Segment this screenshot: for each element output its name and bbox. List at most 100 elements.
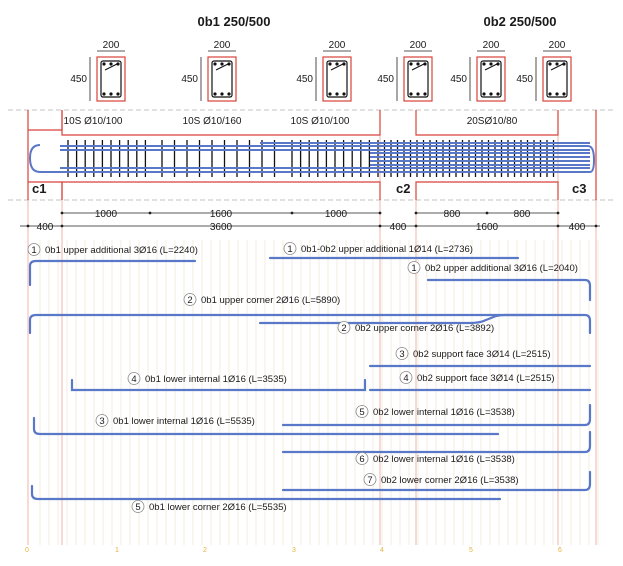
bar-shape-2b: [258, 313, 592, 335]
bar-number-circle: [183, 293, 197, 306]
bar-label-4: 2 0b1 upper corner 2Ø16 (L=5890): [183, 293, 340, 306]
bar-number: 6: [359, 454, 364, 465]
dimension-ticks: [26, 211, 598, 228]
section-outline: [476, 56, 506, 102]
section-bar-dot: [489, 92, 493, 96]
grid-number-3: 3: [292, 547, 296, 554]
bar-shape-5a: [281, 403, 592, 427]
stirrup-label-4: 20SØ10/80: [467, 116, 518, 127]
section-hook: [484, 63, 498, 71]
section-bar-dot: [109, 92, 113, 96]
bar-shape-3b: [32, 416, 500, 436]
bar-description: 0b2 lower internal 1Ø16 (L=3538): [373, 407, 515, 418]
dashed-guides: [8, 109, 615, 201]
bar-description: 0b1 lower corner 2Ø16 (L=5535): [149, 502, 287, 513]
dim-800-b: 800: [514, 209, 531, 220]
section-bar-dot: [409, 62, 413, 66]
bar-description: 0b2 upper additional 3Ø16 (L=2040): [425, 263, 578, 274]
section-height-label: 450: [377, 74, 394, 85]
bar-shape-4a: [70, 378, 367, 392]
bar-description: 0b1-0b2 upper additional 1Ø14 (L=2736): [301, 244, 473, 255]
bar-number: 4: [403, 373, 408, 384]
section-bar-dot: [342, 62, 346, 66]
bar-description: 0b2 support face 3Ø14 (L=2515): [413, 349, 551, 360]
section-width-label: 200: [214, 40, 231, 51]
bar-description: 0b1 upper corner 2Ø16 (L=5890): [201, 295, 340, 306]
bar-number-circle: [399, 371, 413, 384]
dim-1000-a: 1000: [95, 209, 118, 220]
bar-number: 2: [187, 295, 192, 306]
dim-1600-a: 1600: [210, 209, 233, 220]
elevation-rebars: [28, 142, 596, 173]
column-label-c3: c3: [572, 181, 586, 196]
stirrup-label-3: 10S Ø10/100: [291, 116, 350, 127]
section-outline: [322, 56, 352, 102]
section-bar-dot: [548, 62, 552, 66]
dim-800-a: 800: [444, 209, 461, 220]
dim-3600: 3600: [210, 222, 233, 233]
bar-label-10: 3 0b1 lower internal 1Ø16 (L=5535): [95, 414, 255, 427]
bar-number-circle: [337, 321, 351, 334]
bar-number-circle: [355, 452, 369, 465]
dim-1600-b: 1600: [476, 222, 499, 233]
section-bar-dot: [220, 92, 224, 96]
section-bar-dot: [116, 92, 120, 96]
bar-shape-7: [281, 470, 592, 492]
section-stirrup: [211, 60, 233, 98]
stirrup-label-2: 10S Ø10/160: [183, 116, 242, 127]
bar-shape-1a: [28, 259, 197, 287]
section-bar-dot: [482, 92, 486, 96]
section-stirrup: [407, 60, 429, 98]
section-bar-dot: [116, 62, 120, 66]
bar-description: 0b2 lower internal 1Ø16 (L=3538): [373, 454, 515, 465]
grid-numbers: 0 1 2 3 4 5 6: [25, 547, 562, 554]
bar-number: 1: [411, 263, 416, 274]
bar-label-11: 6 0b2 lower internal 1Ø16 (L=3538): [355, 452, 515, 465]
section-hook: [215, 63, 229, 71]
bar-description: 0b1 lower internal 1Ø16 (L=3535): [145, 374, 287, 385]
bar-description: 0b1 lower internal 1Ø16 (L=5535): [113, 416, 255, 427]
beam1-title: 0b1 250/500: [197, 14, 270, 29]
section-hook: [411, 63, 425, 71]
column-label-c1: c1: [32, 181, 46, 196]
section-width-label: 200: [410, 40, 427, 51]
bar-number: 3: [99, 416, 104, 427]
section-width-label: 200: [103, 40, 120, 51]
dim-400-a: 400: [37, 222, 54, 233]
section-outline: [403, 56, 433, 102]
bar-label-3: 1 0b2 upper additional 3Ø16 (L=2040): [407, 261, 578, 274]
bar-number-circle: [95, 414, 109, 427]
bar-number-circle: [395, 347, 409, 360]
section-bar-dot: [562, 92, 566, 96]
section-bar-dot: [328, 92, 332, 96]
grid-number-6: 6: [558, 547, 562, 554]
section-bar-dot: [423, 62, 427, 66]
cross-section-4: 200 450: [377, 40, 433, 102]
section-height-label: 450: [181, 74, 198, 85]
section-bar-dot: [213, 92, 217, 96]
section-stirrup: [480, 60, 502, 98]
bar-number: 1: [31, 245, 36, 256]
section-width-label: 200: [329, 40, 346, 51]
section-bar-dot: [102, 62, 106, 66]
section-bar-dot: [562, 62, 566, 66]
bar-number-circle: [27, 243, 41, 256]
section-hook: [330, 63, 344, 71]
bar-shape-5b: [30, 484, 502, 501]
bar-number-circle: [127, 372, 141, 385]
dim-400-c: 400: [569, 222, 586, 233]
